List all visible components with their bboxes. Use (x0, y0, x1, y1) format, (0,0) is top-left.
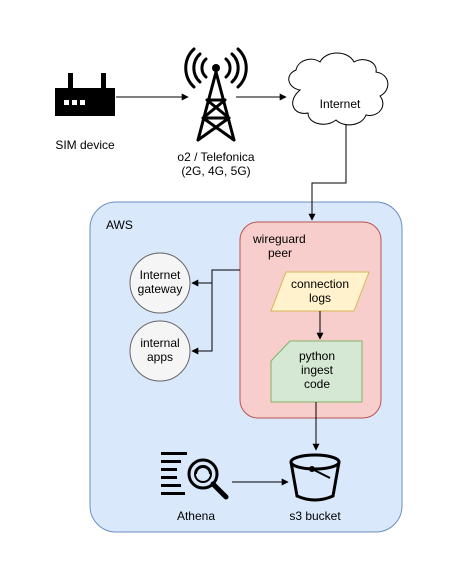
python-label-line3: code (304, 377, 330, 391)
connection-logs-shape[interactable] (270, 271, 370, 312)
internet-gateway-line2: gateway (138, 282, 183, 296)
sim-device-icon[interactable] (55, 73, 115, 116)
python-label-line1: python (299, 349, 335, 363)
internal-apps-line1: internal (140, 336, 179, 350)
wireguard-label-line2: peer (268, 246, 292, 260)
connection-logs-line1: connection (291, 277, 349, 291)
s3-bucket-label: s3 bucket (289, 509, 341, 523)
aws-label: AWS (106, 218, 133, 232)
edge-wireguard-to-apps (191, 283, 213, 355)
wireguard-label-line1: wireguard (252, 232, 306, 246)
sim-device-label: SIM device (55, 138, 115, 152)
edge-internet-to-wireguard (308, 125, 347, 221)
athena-label: Athena (177, 509, 215, 523)
internet-label: Internet (320, 97, 361, 111)
s3-bucket-icon[interactable] (289, 453, 341, 502)
internet-gateway-circle[interactable] (129, 252, 191, 314)
python-label-line2: ingest (301, 363, 334, 377)
edge-wireguard-to-gateway (191, 269, 240, 287)
internal-apps-circle[interactable] (129, 320, 191, 382)
internet-cloud-shape[interactable] (288, 52, 389, 126)
cell-tower-icon[interactable] (184, 47, 248, 142)
internet-gateway-line1: Internet (140, 268, 181, 282)
connection-logs-line2: logs (309, 291, 331, 305)
athena-icon[interactable] (161, 452, 229, 500)
tower-label-line2: (2G, 4G, 5G) (181, 164, 250, 178)
internal-apps-line2: apps (147, 350, 173, 364)
tower-label-line1: o2 / Telefonica (177, 150, 254, 164)
